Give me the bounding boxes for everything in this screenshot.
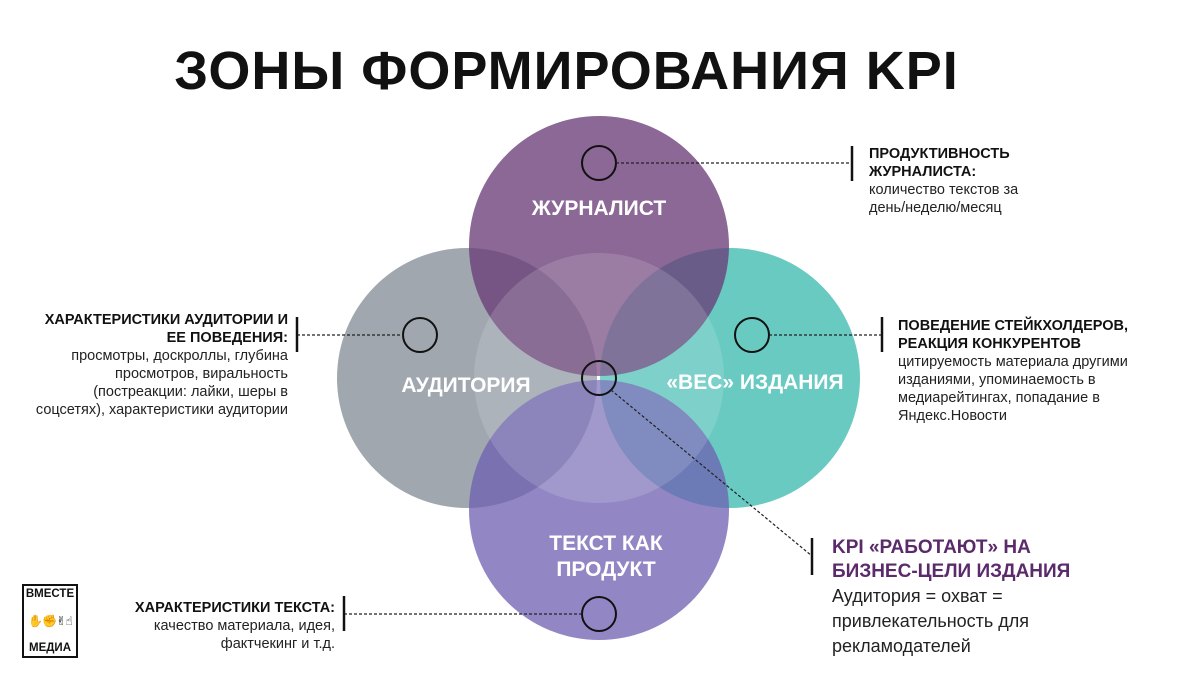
vmeste-media-logo: ВМЕСТЕ ✋✊✌☝ МЕДИА xyxy=(22,584,78,658)
text-desc-2: фактчекинг и т.д. xyxy=(220,636,335,652)
journalist-label: ЖУРНАЛИСТ xyxy=(531,197,667,220)
center-marker xyxy=(581,360,617,396)
kpi-desc-1: Аудитория = охват = xyxy=(832,586,1003,606)
stakeholders-desc-4: Яндекс.Новости xyxy=(898,408,1007,424)
audience-desc-3: (постреакции: лайки, шеры в xyxy=(93,384,288,400)
audience-label: АУДИТОРИЯ xyxy=(401,374,530,397)
audience-desc-4: соцсетях), характеристики аудитории xyxy=(35,402,288,418)
logo-bottom-text: МЕДИА xyxy=(28,642,71,654)
kpi-desc-3: рекламодателей xyxy=(832,636,971,656)
stakeholders-heading-2: РЕАКЦИЯ КОНКУРЕНТОВ xyxy=(898,336,1082,352)
kpi-annotation: KPI «РАБОТАЮТ» НА БИЗНЕС-ЦЕЛИ ИЗДАНИЯ Ау… xyxy=(832,536,1112,659)
kpi-heading-1: KPI «РАБОТАЮТ» НА xyxy=(832,537,1031,558)
productivity-heading-1: ПРОДУКТИВНОСТЬ xyxy=(869,146,1010,162)
productivity-heading-2: ЖУРНАЛИСТА: xyxy=(869,164,977,180)
text-label-line2: ПРОДУКТ xyxy=(556,558,656,581)
text-circle xyxy=(469,380,729,640)
stakeholders-desc-3: медиарейтингах, попадание в xyxy=(898,390,1100,406)
kpi-desc-2: привлекательность для xyxy=(832,611,1030,631)
text-heading-1: ХАРАКТЕРИСТИКИ ТЕКСТА: xyxy=(134,600,335,616)
text-label-line1: ТЕКСТ КАК xyxy=(549,532,663,555)
productivity-desc-2: день/неделю/месяц xyxy=(869,200,1002,216)
stakeholders-heading-1: ПОВЕДЕНИЕ СТЕЙКХОЛДЕРОВ, xyxy=(898,318,1128,334)
productivity-annotation: ПРОДУКТИВНОСТЬ ЖУРНАЛИСТА: количество те… xyxy=(869,145,1069,217)
text-annotation: ХАРАКТЕРИСТИКИ ТЕКСТА: качество материал… xyxy=(90,599,335,653)
stakeholders-desc-2: изданиями, упоминаемость в xyxy=(898,372,1096,388)
logo-hands-icon: ✋✊✌☝ xyxy=(28,614,72,628)
logo-top-text: ВМЕСТЕ xyxy=(25,588,75,600)
stakeholders-desc-1: цитируемость материала другими xyxy=(898,354,1128,370)
text-desc-1: качество материала, идея, xyxy=(153,618,335,634)
stakeholders-annotation: ПОВЕДЕНИЕ СТЕЙКХОЛДЕРОВ, РЕАКЦИЯ КОНКУРЕ… xyxy=(898,317,1188,425)
audience-heading-2: ЕЕ ПОВЕДЕНИЯ: xyxy=(166,330,288,346)
audience-annotation: ХАРАКТЕРИСТИКИ АУДИТОРИИ И ЕЕ ПОВЕДЕНИЯ:… xyxy=(10,311,288,419)
kpi-heading-2: БИЗНЕС-ЦЕЛИ ИЗДАНИЯ xyxy=(832,561,1071,582)
productivity-desc-1: количество текстов за xyxy=(869,182,1019,198)
page-title: ЗОНЫ ФОРМИРОВАНИЯ KPI xyxy=(174,41,959,101)
audience-heading-1: ХАРАКТЕРИСТИКИ АУДИТОРИИ И xyxy=(44,312,288,328)
audience-desc-1: просмотры, доскроллы, глубина xyxy=(71,348,288,364)
audience-desc-2: просмотров, виральность xyxy=(115,366,288,382)
center-highlight xyxy=(474,253,724,503)
kpi-connector xyxy=(610,389,813,557)
journalist-circle xyxy=(469,116,729,376)
weight-label: «ВЕС» ИЗДАНИЯ xyxy=(666,371,843,394)
